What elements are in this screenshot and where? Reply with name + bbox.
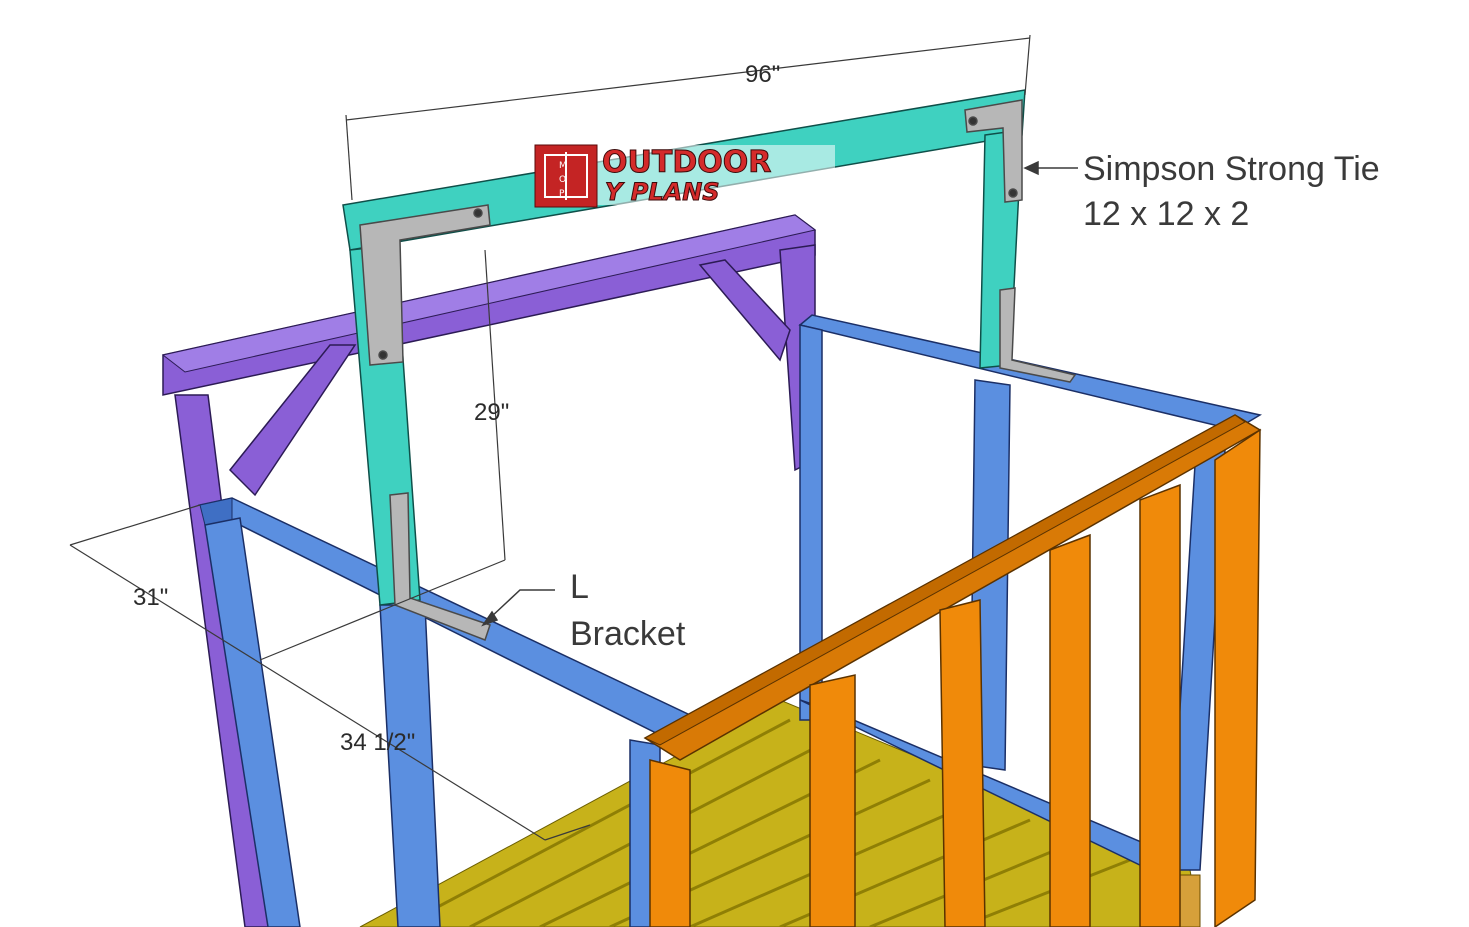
callout-strong-tie-name: Simpson Strong Tie [1083, 150, 1380, 188]
callout-l-bracket-line1: L [570, 568, 589, 606]
callout-l-bracket-line2: Bracket [570, 615, 686, 653]
dimension-31: 31" [133, 584, 168, 611]
callout-strong-tie-size: 12 x 12 x 2 [1083, 195, 1249, 233]
logo-line2: Y PLANS [605, 178, 720, 206]
dimension-96: 96" [745, 61, 780, 88]
logo-badge-p: P [559, 189, 565, 199]
dimension-29: 29" [474, 399, 509, 426]
dimension-lines [69, 34, 1031, 841]
logo-line1: OUTDOOR [602, 145, 771, 180]
logo-badge-o: O [559, 175, 566, 185]
orange-front-railing [643, 414, 1262, 927]
outdoor-plans-logo: M O P OUTDOOR Y PLANS [534, 144, 835, 208]
simpson-strong-tie-brackets [359, 99, 1023, 366]
logo-badge-m: M [559, 161, 567, 171]
callout-leaders [481, 160, 1078, 627]
dimension-34-half: 34 1/2" [340, 729, 415, 756]
